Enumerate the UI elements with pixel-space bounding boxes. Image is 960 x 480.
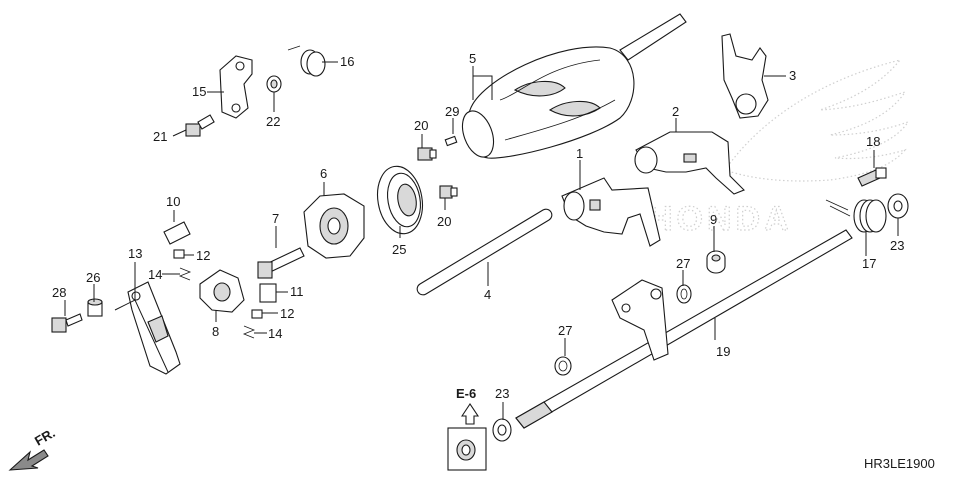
callout-11: 11 [290, 284, 304, 299]
part-6-drum-center [303, 193, 365, 259]
part-23-washer-right [887, 193, 909, 219]
part-16-spring [287, 45, 326, 77]
part-15-plate [219, 55, 253, 119]
callout-12-lower: 12 [280, 306, 294, 321]
callout-19: 19 [716, 344, 730, 359]
part-28-bolt [51, 313, 83, 333]
callout-labels: 1 2 3 4 5 6 7 8 9 10 11 12 12 13 14 14 1… [52, 51, 904, 401]
callout-2: 2 [672, 104, 679, 119]
callout-20-lower: 20 [437, 214, 451, 229]
part-4-shift-rod [416, 208, 553, 296]
callout-21: 21 [153, 129, 167, 144]
callout-27-lower: 27 [558, 323, 572, 338]
part-12-pin-lower [251, 309, 263, 319]
part-18-bolt [857, 167, 887, 187]
part-13-plate [127, 281, 181, 375]
callout-4: 4 [484, 287, 491, 302]
part-9-collar [706, 250, 726, 274]
part-8-stopper [199, 269, 245, 313]
front-direction-arrow [8, 449, 49, 471]
part-23-washer-left [492, 418, 512, 442]
part-22-washer [266, 75, 282, 93]
callout-26: 26 [86, 270, 100, 285]
callout-29: 29 [445, 104, 459, 119]
part-21-bolt [185, 114, 215, 137]
part-29-pin [444, 135, 458, 147]
part-20-bolt-upper [417, 147, 437, 161]
callout-15: 15 [192, 84, 206, 99]
callout-22: 22 [266, 114, 280, 129]
part-12-pin-upper [173, 249, 185, 259]
part-5-shift-drum [461, 13, 687, 159]
direction-label: FR. [32, 425, 58, 448]
callout-25: 25 [392, 242, 406, 257]
part-27-circlip-upper [676, 284, 692, 304]
part-2-shift-fork [634, 131, 745, 195]
callout-23-left: 23 [495, 386, 509, 401]
callout-14-upper: 14 [148, 267, 162, 282]
callout-3: 3 [789, 68, 796, 83]
callout-18: 18 [866, 134, 880, 149]
callout-7: 7 [272, 211, 279, 226]
part-11-block [259, 283, 277, 303]
callout-16: 16 [340, 54, 354, 69]
part-19-shift-shaft [515, 229, 853, 429]
callout-28: 28 [52, 285, 66, 300]
part-14-spring-upper [178, 267, 192, 281]
callout-27-upper: 27 [676, 256, 690, 271]
callout-1: 1 [576, 146, 583, 161]
callout-17: 17 [862, 256, 876, 271]
part-17-spring [825, 199, 887, 233]
watermark-text: HONDA [648, 200, 793, 238]
leader-lines [64, 61, 899, 420]
callout-20-upper: 20 [414, 118, 428, 133]
diagram-code: HR3LE1900 [864, 456, 935, 471]
callout-23-right: 23 [890, 238, 904, 253]
callout-14-lower: 14 [268, 326, 282, 341]
part-14-spring-lower [242, 325, 256, 339]
e6-reference [447, 403, 487, 471]
part-10-pawl [163, 221, 191, 245]
callout-13: 13 [128, 246, 142, 261]
reference-label: E-6 [456, 386, 476, 401]
callout-8: 8 [212, 324, 219, 339]
callout-9: 9 [710, 212, 717, 227]
part-25-bearing [376, 165, 424, 235]
part-26-collar [87, 298, 103, 317]
callout-6: 6 [320, 166, 327, 181]
part-7-bolt [257, 247, 305, 279]
honda-watermark: HONDA [647, 58, 910, 239]
callout-5: 5 [469, 51, 476, 66]
callout-12-upper: 12 [196, 248, 210, 263]
part-27-circlip-lower [554, 356, 572, 376]
part-20-bolt-lower [439, 185, 458, 199]
part-3-shift-fork [721, 33, 769, 119]
callout-10: 10 [166, 194, 180, 209]
part-1-shift-fork [561, 177, 661, 247]
